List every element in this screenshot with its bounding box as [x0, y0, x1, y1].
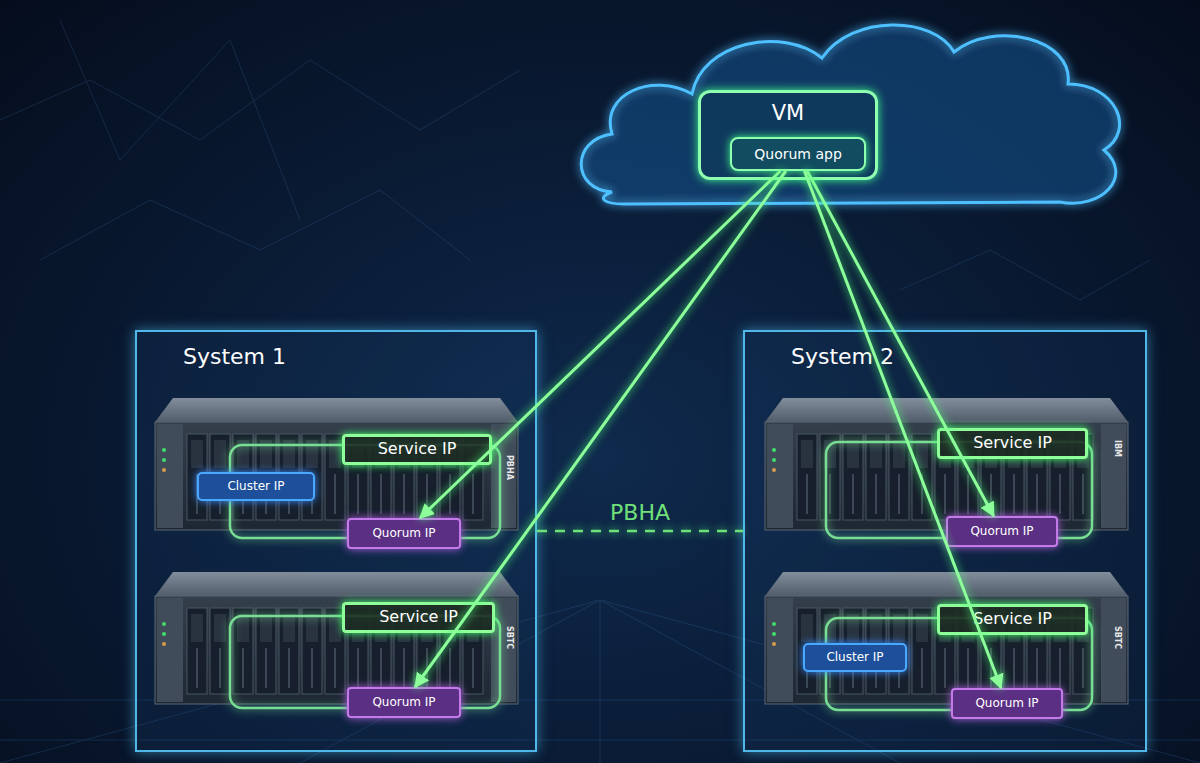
- cloud-shape: [581, 25, 1119, 204]
- arrow-connector: [807, 171, 993, 516]
- arrow-connector: [415, 171, 786, 687]
- quorum-ip-box: Quorum IP: [347, 518, 461, 549]
- service-ip-box: Service IP: [342, 434, 492, 465]
- backdrop-line: [40, 190, 470, 260]
- node-text: Quorum IP: [372, 527, 435, 541]
- network-backdrop: [0, 20, 1150, 300]
- quorum-ip-box: Quorum IP: [951, 688, 1063, 719]
- backdrop-line: [0, 60, 520, 140]
- system-box: System 2 Service IP Quorum IP Service IP Clu…: [743, 330, 1147, 752]
- cluster-ip-box: Cluster IP: [197, 472, 315, 501]
- node-text: VM: [772, 101, 804, 125]
- cluster-ip-box: Cluster IP: [803, 643, 907, 672]
- node-text: Quorum IP: [970, 525, 1033, 539]
- service-ip-box: Service IP: [937, 604, 1088, 635]
- node-text: Service IP: [973, 610, 1052, 628]
- dashed-link: [537, 530, 743, 533]
- system-box: System 1 Service IP Cluster IP Quorum IP Ser…: [135, 330, 537, 752]
- node-text: Service IP: [378, 440, 457, 458]
- node-text: Cluster IP: [826, 651, 883, 665]
- node-text: System 1: [183, 344, 286, 369]
- edge-label: PBHA: [610, 500, 670, 525]
- quorum-ip-box: Quorum IP: [347, 687, 461, 718]
- arrow-connector: [804, 171, 1001, 688]
- backdrop-line: [60, 20, 300, 220]
- backdrop-line: [900, 250, 1150, 300]
- service-ip-box: Service IP: [937, 428, 1088, 459]
- arrow-connector: [420, 171, 780, 518]
- vm-box: VM Quorum app: [698, 90, 878, 180]
- node-text: Quorum IP: [372, 696, 435, 710]
- quorum-ip-box: Quorum IP: [946, 516, 1058, 547]
- grid-line: [600, 600, 601, 763]
- node-text: System 2: [791, 344, 894, 369]
- node-text: Quorum app: [754, 146, 842, 162]
- node-text: Quorum IP: [975, 697, 1038, 711]
- service-ip-box: Service IP: [342, 602, 495, 633]
- app-box: Quorum app: [730, 137, 866, 171]
- node-text: Service IP: [973, 434, 1052, 452]
- node-text: Service IP: [379, 608, 458, 626]
- node-text: Cluster IP: [227, 480, 284, 494]
